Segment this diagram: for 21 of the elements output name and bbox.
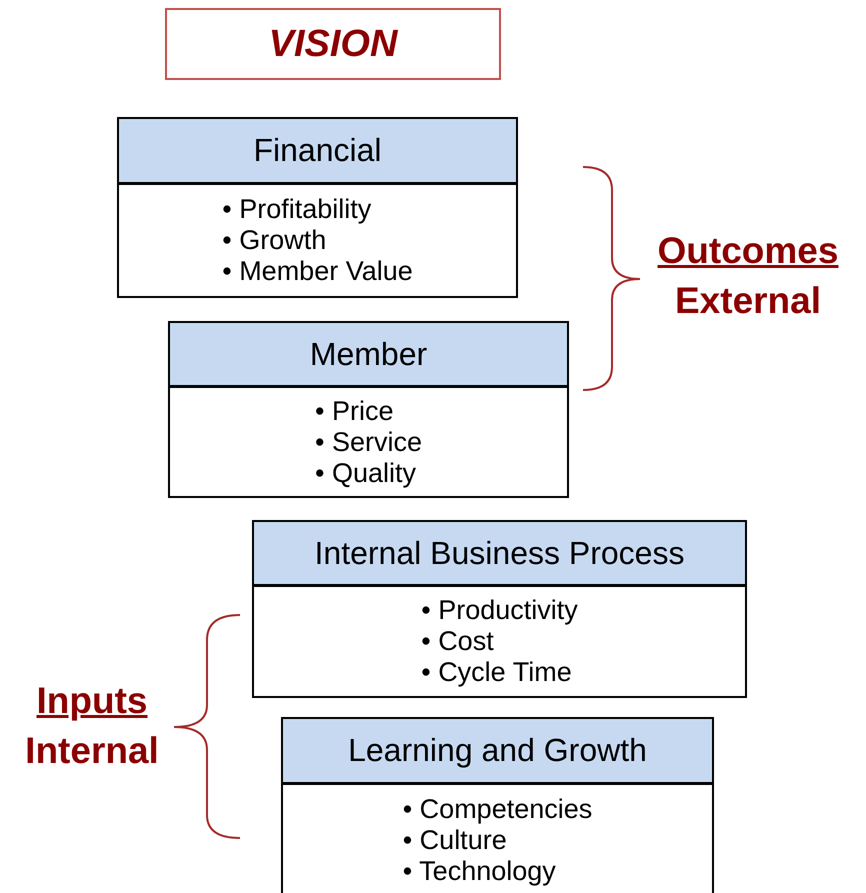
bullet-item: • Profitability — [222, 194, 372, 225]
side-label: Inputs — [36, 680, 148, 722]
side-label: External — [675, 280, 821, 322]
bullet-item: • Technology — [402, 856, 556, 886]
bullet-item: • Quality — [315, 458, 416, 488]
card-header: Learning and Growth — [281, 717, 714, 784]
side-label: Internal — [25, 730, 159, 772]
bullet-item: • Cost — [421, 626, 494, 657]
bullet-item: • Culture — [402, 824, 507, 856]
bullet-item: • Growth — [222, 225, 326, 256]
bullet-item: • Cycle Time — [421, 657, 572, 688]
card-header: Member — [168, 321, 569, 387]
bullet-item: • Price — [315, 396, 394, 426]
card-header: Internal Business Process — [252, 520, 747, 586]
bullet-item: • Member Value — [222, 256, 413, 287]
title-box: VISION — [165, 8, 501, 80]
card-header: Financial — [117, 117, 518, 184]
bullet-item: • Productivity — [421, 595, 578, 626]
bullet-item: • Service — [315, 426, 422, 458]
bullet-item: • Competencies — [402, 794, 592, 824]
side-label: Outcomes — [658, 230, 838, 272]
